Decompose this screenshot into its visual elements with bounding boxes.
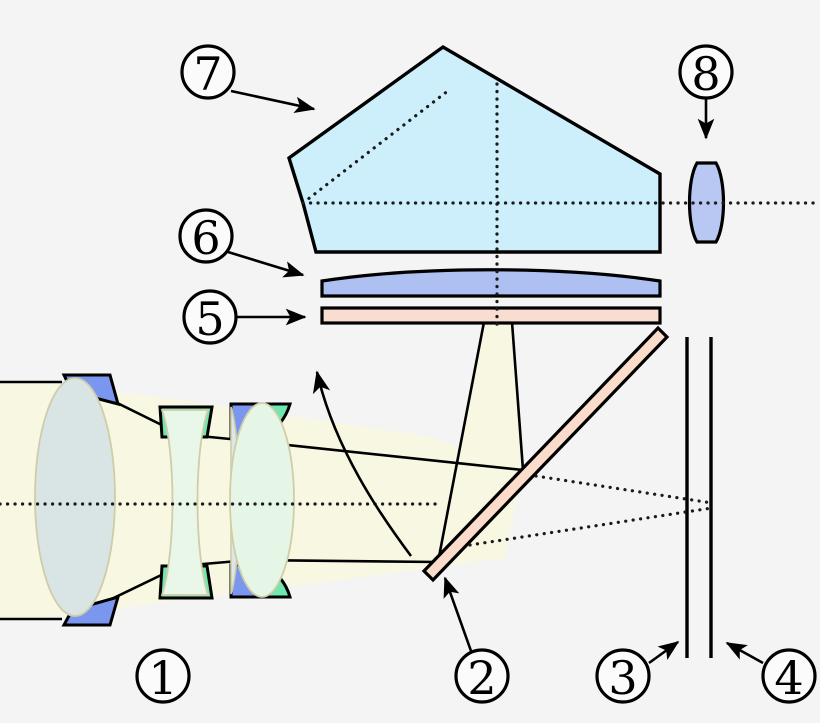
- objective-lens-group[interactable]: [34, 373, 295, 627]
- cone-edge-right: [510, 321, 525, 471]
- middle-concave-lens: [160, 409, 210, 596]
- callout-label-2: 2: [467, 651, 496, 705]
- callout-circle-7[interactable]: [180, 44, 236, 100]
- pentaprism-internal-ray: [301, 88, 451, 205]
- callout-label-5: 5: [195, 292, 224, 346]
- callout-circle-6[interactable]: [178, 208, 234, 264]
- callout-circle-4[interactable]: [761, 648, 817, 704]
- mirror-flip-arrow-group: [312, 370, 413, 557]
- optical-axis-to-sensor-upper: [534, 474, 714, 505]
- callout-1[interactable]: 1: [135, 648, 191, 705]
- callout-7[interactable]: 7: [180, 44, 236, 101]
- rear-doublet-lens: [229, 402, 295, 598]
- callout-circle-1[interactable]: [135, 648, 191, 704]
- callout-circle-2[interactable]: [454, 648, 510, 704]
- reflex-mirror[interactable]: [421, 325, 670, 583]
- reflex-mirror-group[interactable]: [421, 325, 670, 583]
- beam-edge-top-2: [94, 390, 524, 472]
- callout-label-3: 3: [608, 651, 637, 705]
- callout-5[interactable]: 5: [182, 289, 238, 346]
- callout-label-8: 8: [691, 47, 720, 101]
- callout-4[interactable]: 4: [761, 648, 817, 705]
- callout-2[interactable]: 2: [454, 648, 510, 705]
- condenser-lens-group[interactable]: [320, 268, 662, 298]
- callout-label-4: 4: [774, 651, 803, 705]
- focusing-screen[interactable]: [320, 306, 662, 325]
- callout-circle-5[interactable]: [182, 289, 238, 345]
- beam-reflected-cone: [438, 322, 523, 562]
- callout-circle-8[interactable]: [678, 44, 734, 100]
- callout-label-7: 7: [193, 47, 222, 101]
- leader-6: [227, 250, 305, 278]
- callout-circle-3[interactable]: [595, 648, 651, 704]
- optical-axes: [0, 82, 820, 547]
- callout-6[interactable]: 6: [178, 208, 234, 265]
- front-objective-lens: [34, 377, 116, 617]
- cone-edge-left: [436, 321, 486, 563]
- beam-edge-bottom-2: [94, 558, 439, 609]
- callout-label-6: 6: [191, 211, 220, 265]
- callout-8[interactable]: 8: [678, 44, 734, 101]
- callout-3[interactable]: 3: [595, 648, 651, 705]
- beam-segment-front: [0, 382, 35, 619]
- optical-axis-to-sensor-lower: [468, 506, 714, 547]
- mirror-flip-arrow: [312, 370, 413, 557]
- leader-4: [725, 641, 764, 665]
- beam-edges: [0, 380, 524, 621]
- focusing-screen-group[interactable]: [320, 306, 662, 325]
- condenser-lens[interactable]: [320, 268, 662, 298]
- callout-leaders: [227, 89, 764, 665]
- reflected-cone-edges: [436, 321, 525, 563]
- callout-label-1: 1: [148, 651, 177, 705]
- leader-2: [443, 576, 473, 652]
- leader-3: [648, 640, 680, 665]
- leader-7: [230, 89, 316, 114]
- shutter-sensor-group[interactable]: [685, 337, 713, 658]
